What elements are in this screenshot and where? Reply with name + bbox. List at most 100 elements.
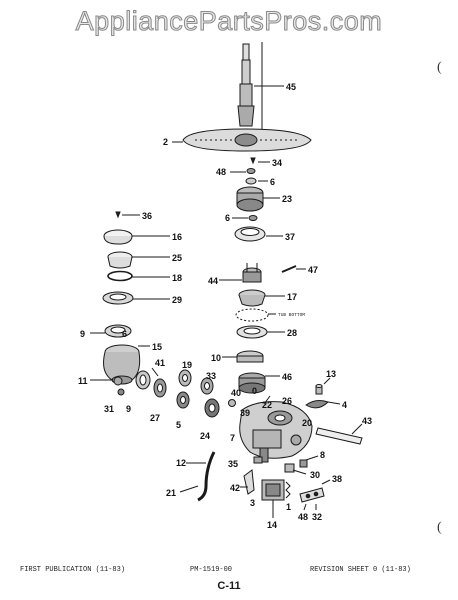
clip-8-part <box>299 459 308 468</box>
label-24: 24 <box>200 431 210 441</box>
spring-1-part <box>285 481 291 499</box>
label-27: 27 <box>150 413 160 423</box>
label-17: 17 <box>287 292 297 302</box>
watermark: AppliancePartsPros.com <box>75 6 383 37</box>
edge-mark-top: ( <box>437 60 442 75</box>
label-39: 39 <box>240 408 250 418</box>
label-31: 31 <box>104 404 114 414</box>
label-46: 46 <box>282 372 292 382</box>
clamp-41-part <box>135 370 151 390</box>
plate-42-part <box>243 469 255 495</box>
label-38: 38 <box>332 474 342 484</box>
label-28: 28 <box>287 328 297 338</box>
label-41: 41 <box>155 358 165 368</box>
label-20: 20 <box>302 418 312 428</box>
label-12: 12 <box>176 458 186 468</box>
label-2: 2 <box>163 137 168 147</box>
hub-23-part <box>236 186 264 212</box>
ring-29-part <box>102 291 134 305</box>
part-number-labels: 45 2 34 48 6 23 36 6 16 37 25 47 18 44 1… <box>78 82 372 530</box>
solenoid-14-part <box>261 479 285 518</box>
housing-15-part <box>103 344 141 385</box>
fitting-13-part <box>315 384 323 395</box>
label-37: 37 <box>285 232 295 242</box>
label-29: 29 <box>172 295 182 305</box>
cup-25-part <box>107 251 133 269</box>
edge-mark-bottom: ( <box>437 520 442 535</box>
label-23: 23 <box>282 194 292 204</box>
washer-48-part <box>246 168 256 174</box>
label-13: 13 <box>326 369 336 379</box>
terminal-38-part <box>299 487 325 503</box>
label-3: 3 <box>250 498 255 508</box>
oring-18-part <box>107 270 133 282</box>
label-42: 42 <box>230 483 240 493</box>
gear-5-part <box>176 391 190 409</box>
label-18: 18 <box>172 273 182 283</box>
fitting-11-part <box>113 376 123 386</box>
label-33: 33 <box>206 371 216 381</box>
label-35: 35 <box>228 459 238 469</box>
blade-4-part <box>305 400 329 409</box>
label-7: 7 <box>230 433 235 443</box>
label-40: 40 <box>231 388 241 398</box>
ring-9-part <box>104 324 132 338</box>
screw-34-part <box>250 157 256 165</box>
pin-47-part <box>281 265 297 273</box>
label-9b: 9 <box>126 404 131 414</box>
label-8: 8 <box>320 450 325 460</box>
part-30-part <box>284 463 295 473</box>
label-14: 14 <box>267 520 277 530</box>
spray-tube-part <box>237 43 255 127</box>
label-44: 44 <box>208 276 218 286</box>
label-6c: 6 <box>122 329 127 339</box>
gear-24-part <box>204 398 220 418</box>
screw-36-part <box>115 211 121 219</box>
label-16: 16 <box>172 232 182 242</box>
label-36: 36 <box>142 211 152 221</box>
strip-43-part <box>315 427 363 445</box>
label-19: 19 <box>182 360 192 370</box>
label-25: 25 <box>172 253 182 263</box>
label-22: 22 <box>262 400 272 410</box>
washer-40-part <box>228 399 236 407</box>
hose-12-part <box>197 451 216 502</box>
label-48b: 48 <box>298 512 308 522</box>
bearing-19-part <box>178 369 192 387</box>
footer-first-publication: FIRST PUBLICATION (11-83) <box>20 566 126 574</box>
tub-bottom-outline <box>235 308 269 322</box>
impeller-17-part <box>238 289 266 307</box>
ring-6b-part <box>248 215 258 221</box>
label-34: 34 <box>272 158 282 168</box>
label-6b: 6 <box>225 213 230 223</box>
ring-10-part <box>236 350 264 363</box>
label-45: 45 <box>286 82 296 92</box>
page-number: C-11 <box>217 580 241 592</box>
label-48a: 48 <box>216 167 226 177</box>
seal-46-part <box>238 372 266 394</box>
spray-arm-part <box>182 128 312 152</box>
ring-28-part <box>236 325 268 339</box>
bracket-35-part <box>253 456 263 464</box>
label-26: 26 <box>282 396 292 406</box>
label-47: 47 <box>308 265 318 275</box>
label-0: 0 <box>252 386 257 396</box>
footer-revision-sheet: REVISION SHEET 0 (11-83) <box>310 566 411 574</box>
tub-bottom-note: TUB BOTTOM <box>278 312 305 318</box>
bearing-33-part <box>200 377 214 395</box>
fitting-31-part <box>117 388 125 396</box>
impeller-44-part <box>242 263 262 283</box>
gear-27-part <box>153 378 167 398</box>
label-5: 5 <box>176 420 181 430</box>
label-32: 32 <box>312 512 322 522</box>
ring-37-part <box>234 226 266 242</box>
ring-6-part <box>245 177 257 185</box>
label-9a: 9 <box>80 329 85 339</box>
label-15: 15 <box>152 342 162 352</box>
cap-16-part <box>103 229 133 245</box>
label-4: 4 <box>342 400 347 410</box>
label-10: 10 <box>211 353 221 363</box>
label-30: 30 <box>310 470 320 480</box>
label-6a: 6 <box>270 177 275 187</box>
label-43: 43 <box>362 416 372 426</box>
